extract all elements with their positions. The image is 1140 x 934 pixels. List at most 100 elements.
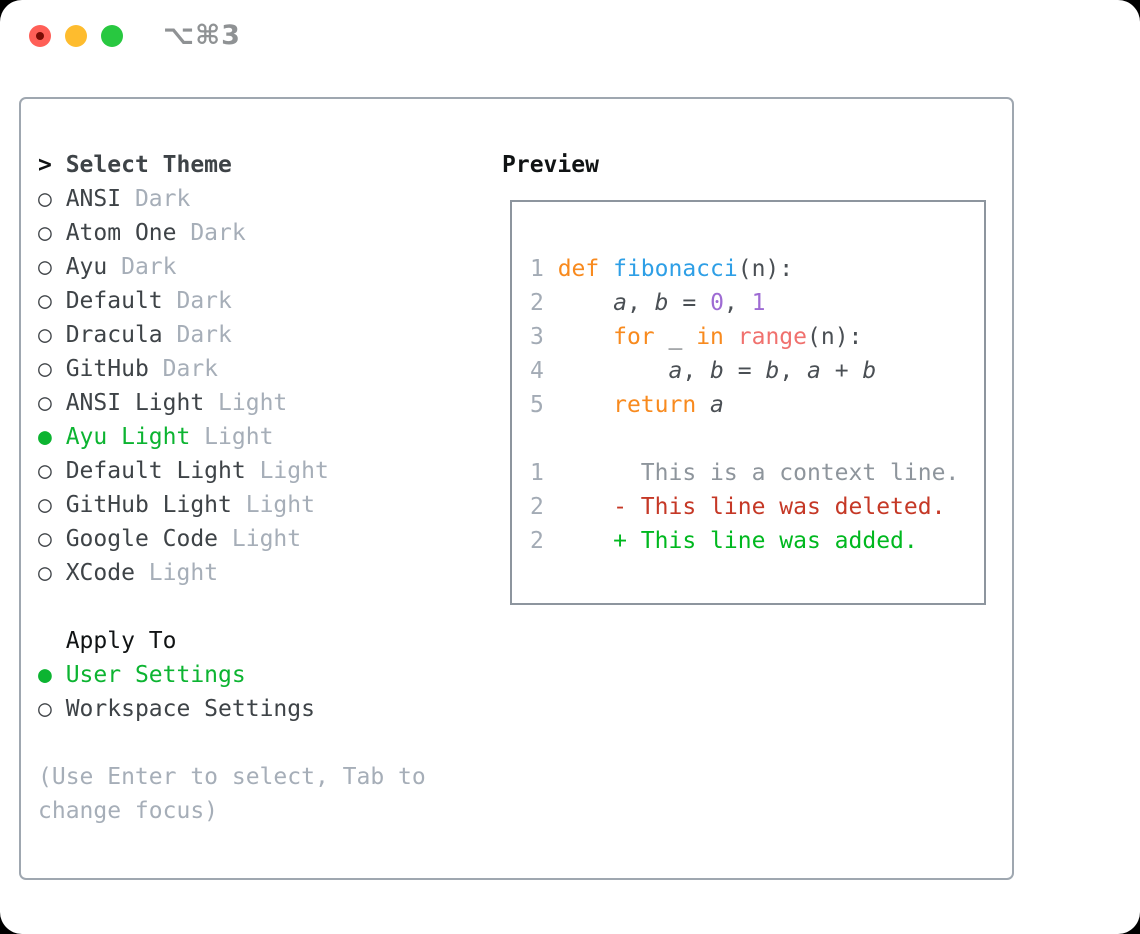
theme-item-default[interactable]: ○Default Dark xyxy=(38,284,483,318)
code-token: b xyxy=(862,358,877,384)
window-title: ⌥⌘3 xyxy=(163,20,241,51)
code-token: 2 xyxy=(530,528,558,554)
code-token xyxy=(558,392,613,418)
theme-item-github-light[interactable]: ○GitHub Light Light xyxy=(38,488,483,522)
theme-name: GitHub xyxy=(65,356,149,382)
radio-unselected-icon: ○ xyxy=(38,220,52,246)
theme-variant: Light xyxy=(134,560,219,586)
code-token xyxy=(558,460,641,486)
code-token: a xyxy=(668,358,683,384)
theme-item-ansi[interactable]: ○ANSI Dark xyxy=(38,182,483,216)
apply-to-label: Workspace Settings xyxy=(65,696,315,722)
code-token: a xyxy=(613,290,627,316)
hint-text: (Use Enter to select, Tab to change focu… xyxy=(38,764,426,824)
preview-line: 1 This is a context line. xyxy=(530,456,984,490)
code-token: 5 xyxy=(530,392,558,418)
code-token: (n): xyxy=(807,324,863,350)
theme-variant: Light xyxy=(245,458,329,484)
theme-variant: Dark xyxy=(107,254,177,280)
preview-line: 2 a, b = 0, 1 xyxy=(530,286,984,320)
theme-name: Ayu Light xyxy=(65,424,191,450)
theme-name: ANSI xyxy=(65,186,122,212)
radio-unselected-icon: ○ xyxy=(38,186,52,212)
minimize-button[interactable] xyxy=(65,25,87,47)
apply-to-list: ●User Settings○Workspace Settings xyxy=(38,658,483,726)
radio-unselected-icon: ○ xyxy=(38,322,52,348)
code-token: b xyxy=(765,358,780,384)
code-token: b xyxy=(710,358,724,384)
code-token: + This line was added. xyxy=(613,528,918,554)
theme-name: Google Code xyxy=(65,526,219,552)
radio-unselected-icon: ○ xyxy=(38,390,52,416)
theme-name: XCode xyxy=(65,560,135,586)
radio-unselected-icon: ○ xyxy=(38,526,52,552)
code-token: This is a context line. xyxy=(640,460,960,486)
close-dot-icon xyxy=(36,32,44,40)
theme-variant: Dark xyxy=(148,356,219,382)
code-token: a xyxy=(807,358,821,384)
code-token: 2 xyxy=(530,494,558,520)
code-token: (n): xyxy=(737,256,794,282)
titlebar: ⌥⌘3 xyxy=(0,0,1140,72)
close-button[interactable] xyxy=(29,25,51,47)
theme-name: Ayu xyxy=(65,254,108,280)
theme-list: ○ANSI Dark○Atom One Dark○Ayu Dark○Defaul… xyxy=(38,182,483,590)
theme-name: Default Light xyxy=(65,458,246,484)
theme-variant: Dark xyxy=(162,288,232,314)
code-token: in xyxy=(696,324,724,350)
blank-line xyxy=(38,590,483,624)
focus-caret-icon: > xyxy=(38,152,52,178)
code-token: , xyxy=(626,290,655,316)
theme-name: Atom One xyxy=(65,220,177,246)
preview-line: 4 a, b = b, a + b xyxy=(530,354,984,388)
code-token: , xyxy=(779,358,808,384)
theme-picker-column: >Select Theme ○ANSI Dark○Atom One Dark○A… xyxy=(38,148,483,828)
blank-line xyxy=(38,726,483,760)
theme-item-github[interactable]: ○ GitHub Dark xyxy=(38,352,483,386)
code-token xyxy=(558,324,613,350)
code-token: + xyxy=(820,358,863,384)
theme-item-default-light[interactable]: ○ Default Light Light xyxy=(38,454,483,488)
radio-selected-icon: ● xyxy=(38,424,52,450)
theme-item-dracula[interactable]: ○Dracula Dark xyxy=(38,318,483,352)
apply-to-user-settings[interactable]: ●User Settings xyxy=(38,658,483,692)
theme-variant: Dark xyxy=(176,220,246,246)
preview-line: 3 for _ in range(n): xyxy=(530,320,984,354)
theme-item-ayu[interactable]: ○Ayu Dark xyxy=(38,250,483,284)
theme-variant: Light xyxy=(231,492,315,518)
radio-unselected-icon: ○ xyxy=(38,356,52,382)
theme-picker-panel: >Select Theme ○ANSI Dark○Atom One Dark○A… xyxy=(19,97,1014,880)
code-token: 1 xyxy=(751,290,766,316)
theme-item-ansi-light[interactable]: ○ANSI Light Light xyxy=(38,386,483,420)
code-token: , xyxy=(682,358,711,384)
code-token: = xyxy=(723,358,766,384)
code-token xyxy=(724,324,738,350)
theme-variant: Light xyxy=(218,526,302,552)
apply-to-workspace-settings[interactable]: ○Workspace Settings xyxy=(38,692,483,726)
select-theme-title: Select Theme xyxy=(65,152,232,178)
theme-item-google-code[interactable]: ○ Google Code Light xyxy=(38,522,483,556)
code-token: fibonacci xyxy=(613,256,738,282)
radio-unselected-icon: ○ xyxy=(38,492,52,518)
code-token: 4 xyxy=(530,358,558,384)
radio-selected-icon: ● xyxy=(38,662,52,688)
code-token: 0 xyxy=(710,290,724,316)
theme-name: Dracula xyxy=(65,322,163,348)
code-token: for xyxy=(613,324,655,350)
code-token: 3 xyxy=(530,324,558,350)
theme-item-atom-one[interactable]: ○ Atom One Dark xyxy=(38,216,483,250)
theme-item-ayu-light[interactable]: ●Ayu Light Light xyxy=(38,420,483,454)
code-token xyxy=(558,290,613,316)
radio-unselected-icon: ○ xyxy=(38,288,52,314)
radio-unselected-icon: ○ xyxy=(38,458,52,484)
code-token: = xyxy=(668,290,711,316)
code-token xyxy=(696,392,710,418)
code-token: def xyxy=(557,256,614,282)
zoom-button[interactable] xyxy=(101,25,123,47)
theme-item-xcode[interactable]: ○XCode Light xyxy=(38,556,483,590)
preview-line: 1 def fibonacci(n): xyxy=(530,252,984,286)
code-token: return xyxy=(613,392,697,418)
preview-title: Preview xyxy=(502,152,599,178)
code-token xyxy=(558,358,669,384)
